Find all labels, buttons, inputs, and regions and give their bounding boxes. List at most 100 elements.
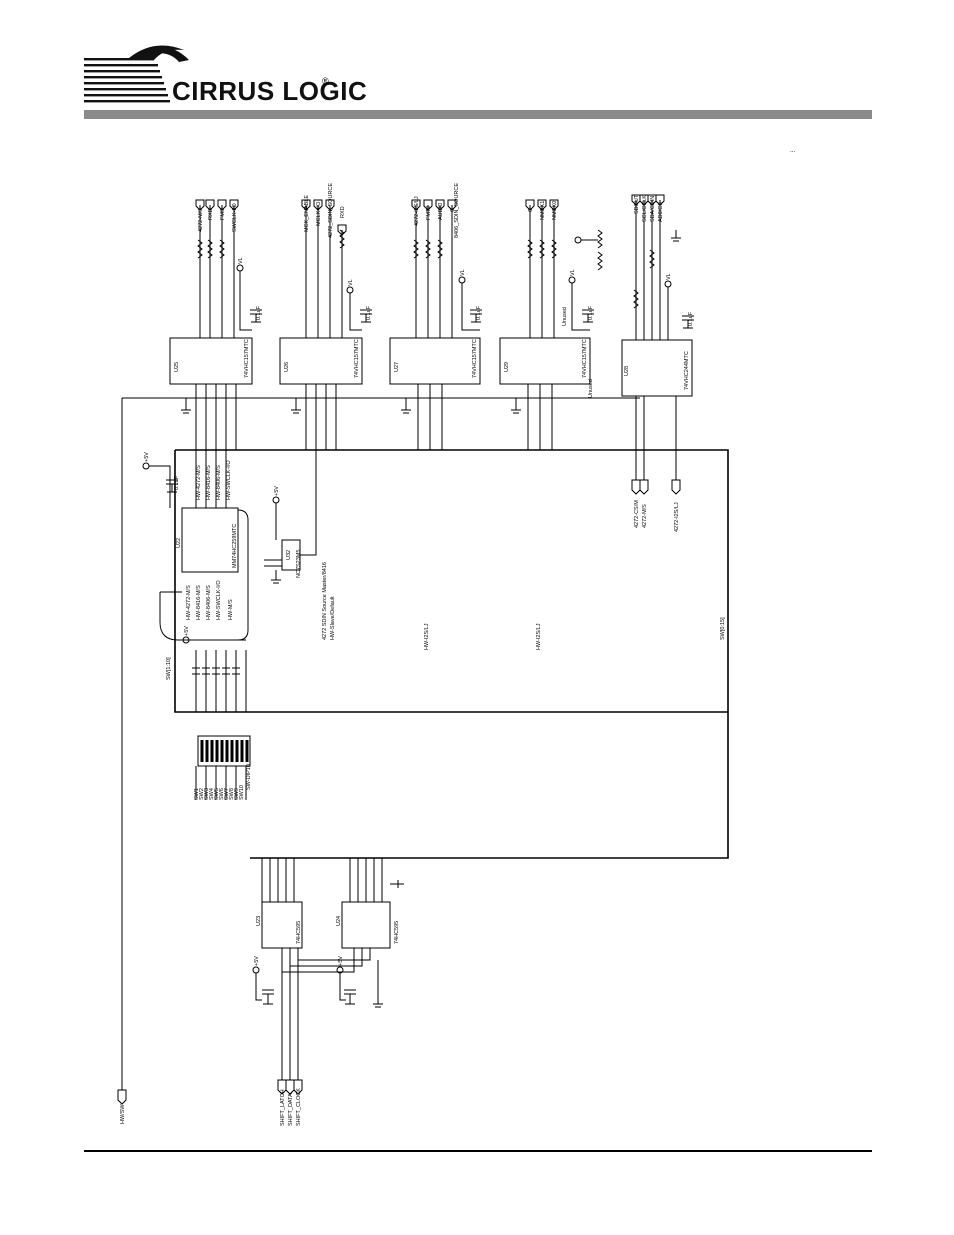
net-u25-2: FMS [220, 208, 226, 220]
net-u28-0: SDOUT [634, 194, 640, 214]
power-5v-array: +5V [184, 626, 190, 636]
power-5v-u32: +5V [274, 486, 280, 496]
net-u29-0: C [528, 208, 534, 212]
u22-left-4: HW-M/S [228, 599, 234, 620]
corner-text: ... [790, 147, 796, 154]
registered-mark: ® [322, 76, 329, 86]
sw-name-2: SW3 [204, 788, 210, 800]
flag-hw-sw [117, 1089, 127, 1105]
chip-u29 [499, 337, 591, 385]
net-u26-2: 4272_SDIN_SOURCE [328, 183, 334, 238]
vl-u27: VL [460, 269, 466, 276]
vl-u28: VL [666, 273, 672, 280]
cap-u29: 0.1uF [588, 305, 594, 320]
u26-part: 74VHC157MTC [354, 339, 360, 378]
vl-u26: VL [348, 279, 354, 286]
u24-part: 74HC595 [394, 921, 400, 944]
u23-ref: U23 [256, 916, 262, 926]
net-u25-0: 4272-M/S [198, 208, 204, 232]
sw-name-7: SW8 [229, 788, 235, 800]
chip-u28 [621, 339, 693, 397]
flag-4272-i2s [671, 479, 681, 495]
u28-part: 74VHC244MTC [684, 351, 690, 390]
bus-label-1: HW-Slave/Default [330, 596, 336, 640]
u22-left-2: HW-8406-M/S [206, 585, 212, 620]
net-u29-2: NMCK0 [552, 201, 558, 220]
dip-switch [197, 735, 251, 767]
footer-rule [84, 1150, 872, 1152]
u22-part: MM74HC259MTC [232, 524, 238, 568]
input-shift-clock: SHIFT_CLOCK [296, 1088, 302, 1126]
company-name: CIRRUS LOGIC [172, 76, 368, 106]
sw-name-3: SW4 [209, 788, 215, 800]
sw-name-9: SW10 [239, 785, 245, 800]
sw-name-8: SW9 [234, 788, 240, 800]
sw-name-6: SW7 [224, 788, 230, 800]
net-u27-4: 8406_SDIN_SOURCE [454, 183, 460, 238]
net-u26-3: RXD [340, 206, 346, 218]
u29-ref: U29 [504, 362, 510, 372]
u26-ref: U26 [284, 362, 290, 372]
net-u27-0: 4272-I2S/LJ [414, 196, 420, 226]
sw-name-1: SW2 [199, 788, 205, 800]
u27-ref: U27 [394, 362, 400, 372]
sw-name-0: SW1 [194, 788, 200, 800]
chip-u26 [279, 337, 363, 385]
power-5v-u23: +5V [254, 956, 260, 966]
u22-left-0: HW-4272-M/S [186, 585, 192, 620]
bus-label-2: HW-I2S/LJ [424, 623, 430, 650]
u25-ref: U25 [174, 362, 180, 372]
net-u27-1: FMT2 [426, 206, 432, 220]
power-5v-u24: +5V [338, 956, 344, 966]
flag-shift-clock [293, 1079, 303, 1095]
u23-part: 74HC595 [296, 921, 302, 944]
u27-part: 74VHC157MTC [472, 339, 478, 378]
net-u26-0: MCK_ENABLE [304, 195, 310, 232]
header-bar [84, 110, 872, 119]
cap-u28: 0.1uF [688, 311, 694, 326]
input-hw-sw: HW/SW [120, 1104, 126, 1124]
bus-name: SW[0:15] [720, 617, 726, 640]
sw-bus-left [174, 450, 728, 713]
chip-u24 [341, 901, 391, 949]
sw-bus [175, 449, 729, 859]
dip-name: SW-DIP10 [246, 764, 252, 790]
net-u28-3: AD0/CS [658, 202, 664, 222]
input-shift-latch: SHIFT_LATCH [280, 1089, 286, 1126]
u29-part: 74VHC157MTC [582, 339, 588, 378]
sw-name-5: SW6 [219, 788, 225, 800]
flag-4272-cs [631, 479, 641, 495]
u22-ref: U22 [176, 538, 182, 548]
chip-u22 [181, 507, 239, 573]
page-header: CIRRUS LOGIC ® [0, 0, 954, 130]
u25-part: 74VHC157MTC [244, 339, 250, 378]
net-u25-3: SWCLK-I/O [232, 203, 238, 232]
chip-u25 [169, 337, 253, 385]
input-shift-data: SHIFT_DATA [288, 1093, 294, 1126]
chip-u27 [389, 337, 481, 385]
sw-name-4: SW5 [214, 788, 220, 800]
vl-u29: VL [570, 269, 576, 276]
cap-u25: 0.1uF [256, 305, 262, 320]
cap-u27: 0.1uF [476, 305, 482, 320]
net-u28-2: SDA/CDIN [650, 196, 656, 222]
net-u28-1: SCL/CCLK [642, 195, 648, 222]
u22-right-0: HW-4272-M/S [196, 465, 202, 500]
input-4272-ms: 4272-M/S [642, 504, 648, 528]
net-u26-1: MCLK-I/O [316, 201, 322, 226]
u32-ref: U32 [286, 550, 292, 560]
unused-label-2: Unused [588, 379, 594, 398]
flag-4272-ms [639, 479, 649, 495]
u22-right-1: HW-8416-M/S [206, 465, 212, 500]
input-4272-i2s: 4272-I2S/LJ [674, 502, 680, 532]
net-u25-1: RXD [208, 208, 214, 220]
u22-left-3: HW-SWCLK-I/O [216, 580, 222, 620]
u22-left-1: HW-8416-M/S [196, 585, 202, 620]
flag-shift-latch [277, 1079, 287, 1095]
bus-label-3: HW-I2S/LJ [536, 623, 542, 650]
vl-u25: VL [238, 257, 244, 264]
cap-u26: 0.1uF [366, 305, 372, 320]
u28-ref: U28 [624, 366, 630, 376]
node-5v-array [182, 636, 190, 644]
cap-u22: 0.1uF [174, 475, 180, 490]
